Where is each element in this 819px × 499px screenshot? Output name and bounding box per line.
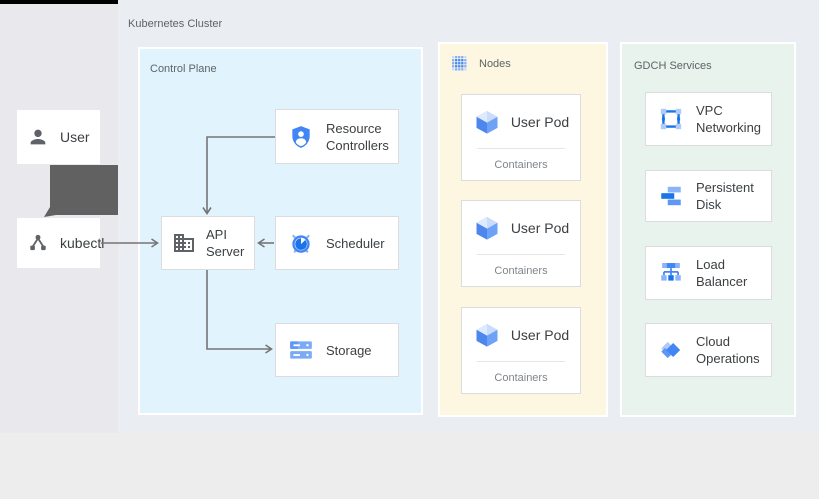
cloud-operations-label: Cloud Operations [696,334,760,366]
storage-card: Storage [275,323,399,377]
divider [477,148,565,149]
user-pod-card: User Pod Containers [461,94,581,181]
pod-cube-icon [473,214,501,242]
api-server-card: API Server [161,216,255,270]
nodes-panel: Nodes User Pod Containers [440,44,606,415]
cloud-operations-card: Cloud Operations [645,323,772,377]
storage-stack-icon [288,337,314,363]
pod-cube-icon [473,321,501,349]
dotted-grid-icon [452,56,468,72]
divider [477,254,565,255]
gdch-services-label: GDCH Services [634,60,712,72]
persistent-disk-card: Persistent Disk [645,170,772,222]
user-label: User [60,128,90,145]
load-balancer-icon [658,260,684,286]
kubectl-box: kubectl [17,218,104,268]
clock-pie-icon [288,230,314,256]
persistent-disk-icon [658,183,684,209]
user-pod-label: User Pod [510,219,570,236]
control-plane-panel: Control Plane Resource Controllers API S… [140,49,421,413]
scheduler-label: Scheduler [326,235,385,251]
divider [477,361,565,362]
user-pod-label: User Pod [510,326,570,343]
user-person-icon [27,126,49,148]
kubernetes-cluster-label: Kubernetes Cluster [128,18,223,30]
storage-label: Storage [326,342,372,358]
load-balancer-label: Load Balancer [696,257,748,289]
nodes-label: Nodes [479,58,511,70]
big-down-arrow [44,165,118,217]
resource-controllers-card: Resource Controllers [275,109,399,164]
gdch-services-panel: GDCH Services VPC Networking [622,44,794,415]
vpc-networking-label: VPC Networking [696,103,762,135]
api-server-label: API Server [206,227,245,259]
containers-label: Containers [494,158,548,171]
top-black-bar [0,0,118,4]
pod-cube-icon [473,108,501,136]
user-pod-card: User Pod Containers [461,200,581,287]
kubectl-label: kubectl [60,234,105,251]
user-pod-card: User Pod Containers [461,307,581,394]
building-icon [172,231,196,255]
containers-label: Containers [494,264,548,277]
kubectl-hub-icon [27,232,49,254]
bottom-margin-strip [0,433,819,499]
vpc-networking-card: VPC Networking [645,92,772,146]
persistent-disk-label: Persistent Disk [696,180,754,212]
user-pod-label: User Pod [510,113,570,130]
containers-label: Containers [494,371,548,384]
vpc-networking-icon [658,106,684,132]
shield-person-icon [288,124,314,150]
resource-controllers-label: Resource Controllers [326,120,389,153]
load-balancer-card: Load Balancer [645,246,772,300]
control-plane-label: Control Plane [150,63,217,75]
cloud-operations-icon [658,337,684,363]
user-box: User [17,110,100,164]
scheduler-card: Scheduler [275,216,399,270]
